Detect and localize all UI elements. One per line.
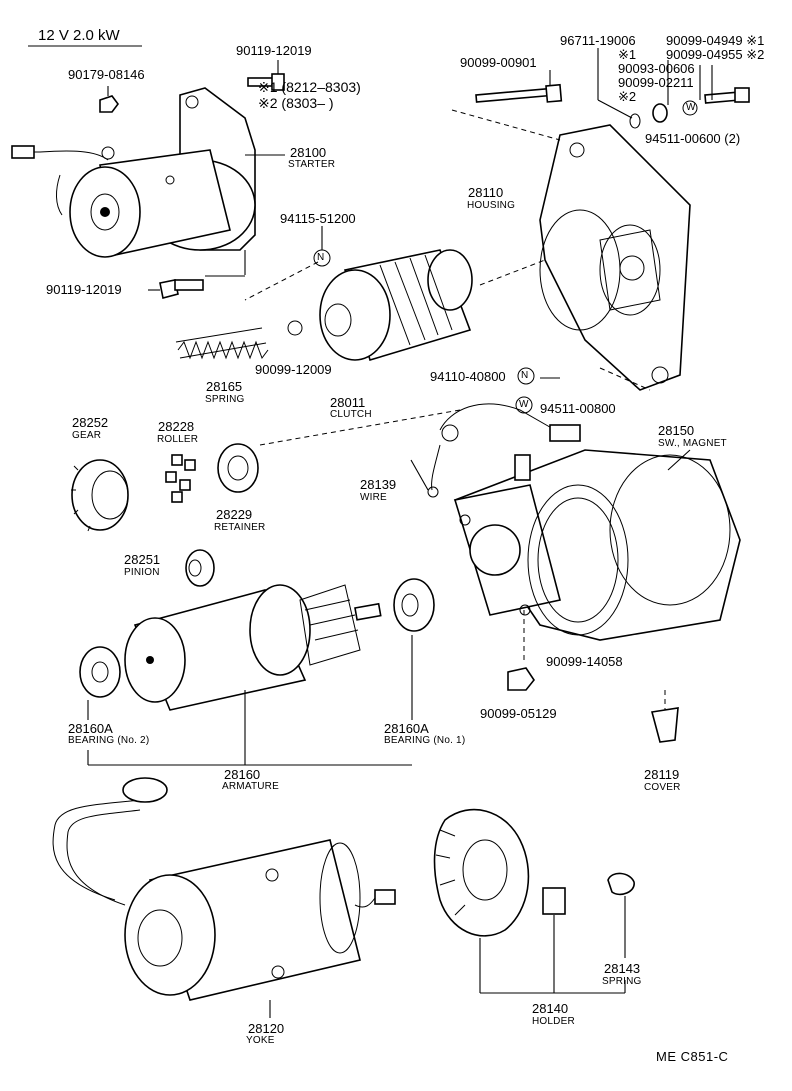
callout-28150: 28150 [658,423,695,438]
marker-2a: ※2 [618,89,637,104]
callout-28229-name: RETAINER [214,522,266,533]
spring-drawing [175,327,269,360]
callout-28119: 28119 [644,767,680,782]
callout-28160A-no1-name: BEARING (No. 1) [384,735,466,746]
callout-90093: 90093-00606 [618,61,695,76]
callout-90119-bottom: 90119-12019 [46,282,122,297]
armature-drawing [124,584,382,711]
callout-94110: 94110-40800 [430,369,506,384]
callout-28228-name: ROLLER [157,434,199,445]
yoke-drawing [52,777,396,1001]
callout-28011: 28011 [330,395,366,410]
callout-28110: 28110 [468,185,504,200]
callout-28100-name: STARTER [288,159,336,170]
n-symbol-1: N [317,252,325,263]
callout-28251-name: PINION [124,567,160,578]
callout-90099-12009: 90099-12009 [255,362,332,377]
callout-28160-name: ARMATURE [222,781,279,792]
roller-drawing [165,454,196,503]
variant-1-note: ※1 (8212–8303) [258,79,361,95]
callout-28140: 28140 [532,1001,569,1016]
callout-28150-name: SW., MAGNET [658,438,727,449]
callout-28252-name: GEAR [72,430,102,441]
callout-90099-04949: 90099-04949 ※1 [666,33,765,48]
callout-90099-02211: 90099-02211 [618,75,694,90]
callout-28100: 28100 [290,145,327,160]
callout-28143-name: SPRING [602,976,642,987]
magnet-switch-drawing [427,403,741,641]
callout-28120: 28120 [248,1021,285,1036]
marker-1a: ※1 [618,47,637,62]
callout-28252: 28252 [72,415,109,430]
callout-28119-name: COVER [644,782,681,793]
callout-94511-00600: 94511-00600 (2) [645,131,741,146]
callout-28229: 28229 [216,507,253,522]
n-symbol-2: N [521,370,529,381]
variant-2-note: ※2 (8303– ) [258,95,334,111]
callout-28160A-no2: 28160A [68,721,113,736]
callout-90099-14058: 90099-14058 [546,654,623,669]
callout-96711: 96711-19006 [560,33,636,48]
callout-90099-04955: 90099-04955 ※2 [666,47,765,62]
housing-drawing [539,124,691,391]
callout-28165-name: SPRING [205,394,245,405]
callout-90099-05129: 90099-05129 [480,706,557,721]
callout-28140-name: HOLDER [532,1016,575,1027]
callout-94115: 94115-51200 [280,211,356,226]
callout-28160A-no2-name: BEARING (No. 2) [68,735,150,746]
callout-28165: 28165 [206,379,243,394]
callout-28160: 28160 [224,767,261,782]
callout-28139: 28139 [360,477,397,492]
callout-28160A-no1: 28160A [384,721,429,736]
callout-28228: 28228 [158,419,195,434]
brush-holder-drawing [433,808,530,937]
callout-28139-name: WIRE [360,492,387,503]
callout-90099-00901: 90099-00901 [460,55,537,70]
callout-28143: 28143 [604,961,641,976]
callout-90119-top: 90119-12019 [236,43,312,58]
starter-assembly-drawing [11,87,256,258]
clutch-drawing [319,249,473,362]
callout-28120-name: YOKE [246,1035,275,1046]
w-symbol-1: W [686,102,696,113]
callout-28251: 28251 [124,552,161,567]
callout-90179: 90179-08146 [68,67,145,82]
w-symbol-2: W [519,399,529,410]
callout-28110-name: HOUSING [467,200,516,211]
spec-label: 12 V 2.0 kW [38,27,120,44]
diagram-code: ME C851-C [656,1049,729,1064]
callout-94511-00800: 94511-00800 [540,401,616,416]
gear-drawing [71,459,129,532]
callout-28011-name: CLUTCH [330,409,372,420]
